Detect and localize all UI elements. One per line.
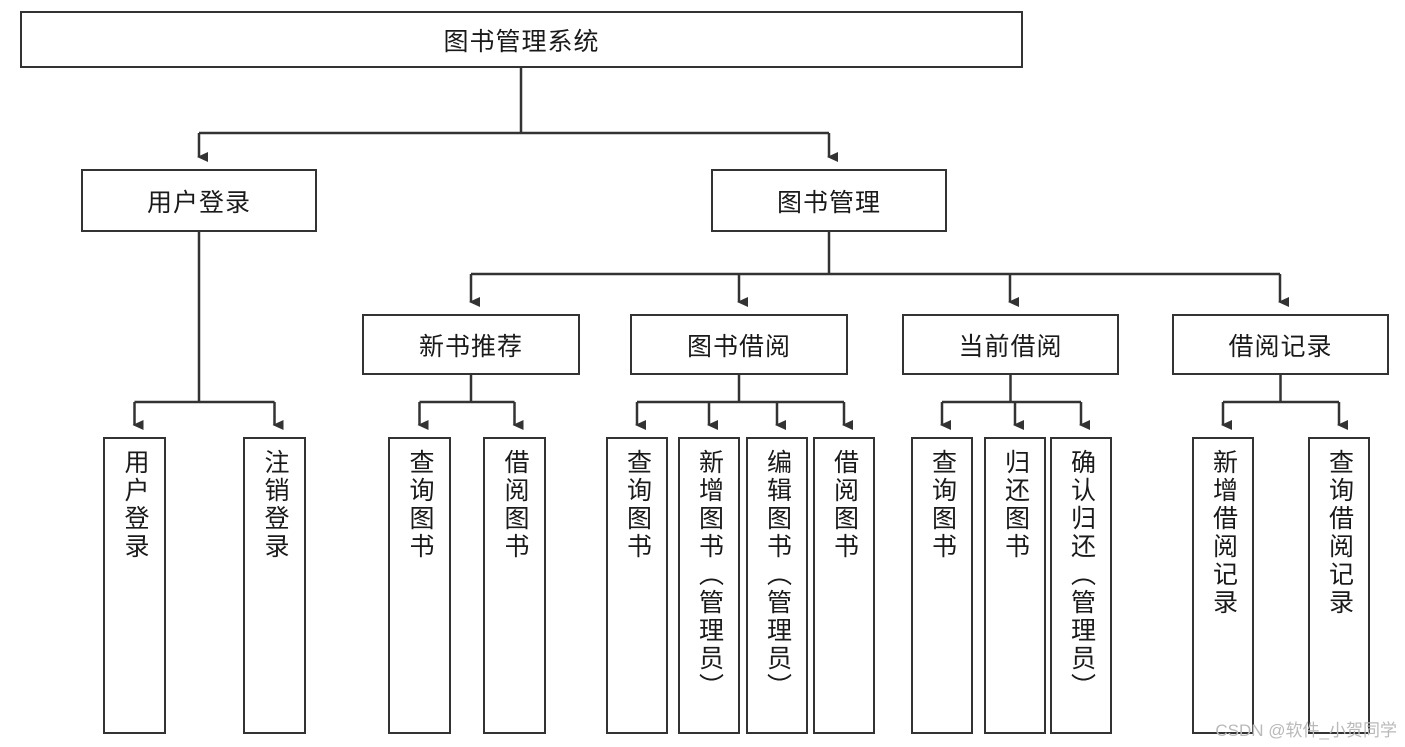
node-label: 查询借阅记录	[1325, 449, 1354, 617]
watermark-label: CSDN @软件_小贺同学	[1215, 721, 1397, 740]
node-label: 借阅图书	[830, 449, 859, 561]
node-label: 编辑图书（管理员）	[763, 449, 792, 701]
node-leaf-user-logout[interactable]: 注销登录	[243, 437, 306, 734]
node-book-borrow[interactable]: 图书借阅	[630, 314, 848, 375]
node-label: 图书管理系统	[443, 27, 600, 56]
node-user-login[interactable]: 用户登录	[81, 169, 317, 232]
node-current-borrow[interactable]: 当前借阅	[902, 314, 1119, 375]
node-label: 确认归还（管理员）	[1067, 449, 1096, 701]
node-label: 注销登录	[261, 449, 289, 561]
node-label: 归还图书	[1001, 449, 1030, 561]
node-leaf-add-record[interactable]: 新增借阅记录	[1192, 437, 1254, 734]
node-label: 用户登录	[146, 188, 251, 217]
node-leaf-return-book[interactable]: 归还图书	[984, 437, 1046, 734]
node-leaf-confirm-return[interactable]: 确认归还（管理员）	[1050, 437, 1112, 734]
node-label: 新书推荐	[418, 332, 523, 361]
node-label: 新增图书（管理员）	[695, 449, 724, 701]
node-label: 借阅图书	[501, 449, 529, 561]
node-label: 查询图书	[623, 449, 652, 561]
node-leaf-query-record[interactable]: 查询借阅记录	[1308, 437, 1370, 734]
node-label: 用户登录	[121, 449, 149, 561]
node-label: 图书借阅	[686, 332, 791, 361]
node-new-book-rec[interactable]: 新书推荐	[362, 314, 580, 375]
node-label: 图书管理	[776, 188, 881, 217]
node-leaf-query-book-current[interactable]: 查询图书	[911, 437, 973, 734]
node-leaf-query-book-rec[interactable]: 查询图书	[388, 437, 451, 734]
node-leaf-user-login[interactable]: 用户登录	[103, 437, 166, 734]
node-leaf-edit-book[interactable]: 编辑图书（管理员）	[746, 437, 808, 734]
node-label: 查询图书	[406, 449, 434, 561]
node-label: 查询图书	[928, 449, 957, 561]
node-leaf-add-book[interactable]: 新增图书（管理员）	[678, 437, 740, 734]
node-label: 当前借阅	[958, 332, 1063, 361]
node-label: 新增借阅记录	[1209, 449, 1238, 617]
node-book-mgmt[interactable]: 图书管理	[711, 169, 947, 232]
node-borrow-record[interactable]: 借阅记录	[1172, 314, 1389, 375]
node-leaf-query-book-borrow[interactable]: 查询图书	[606, 437, 668, 734]
node-leaf-borrow-book[interactable]: 借阅图书	[813, 437, 875, 734]
node-label: 借阅记录	[1228, 332, 1333, 361]
node-leaf-borrow-book-rec[interactable]: 借阅图书	[483, 437, 546, 734]
node-root[interactable]: 图书管理系统	[20, 11, 1023, 68]
